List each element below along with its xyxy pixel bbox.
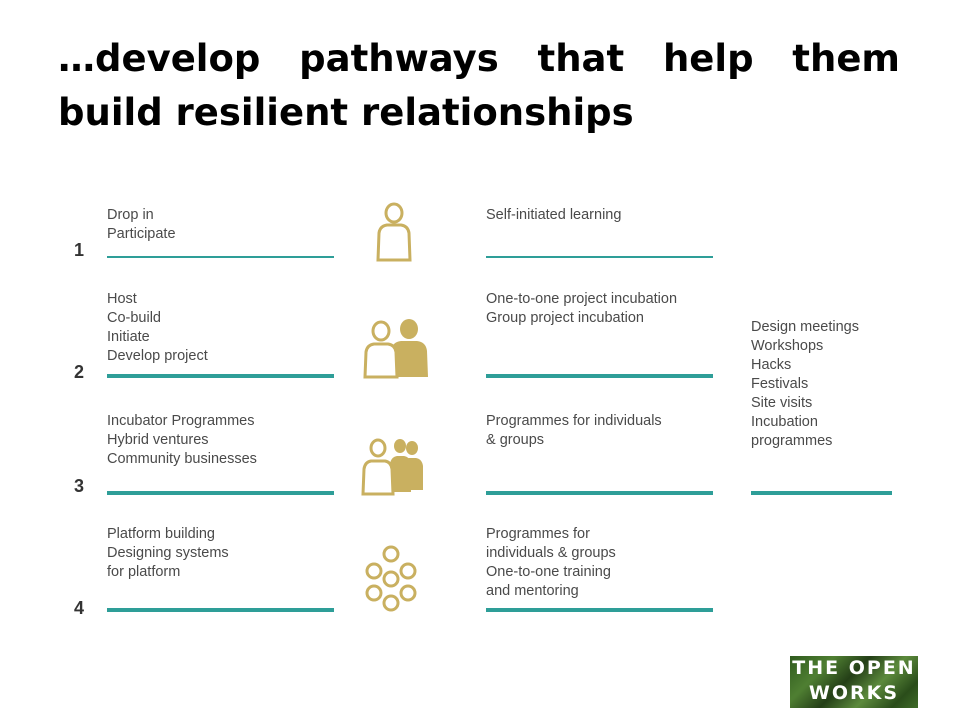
row-4-left-line: Designing systems: [107, 545, 229, 561]
right-column-line: Design meetings: [751, 319, 859, 335]
row-2-left-line: Develop project: [107, 348, 208, 364]
row-1-number: 1: [74, 240, 85, 260]
right-column-line: Festivals: [751, 376, 809, 392]
group-people-icon: [361, 438, 423, 496]
row-2-middle-line: Group project incubation: [486, 310, 644, 326]
row-3-left-line: Hybrid ventures: [107, 432, 209, 448]
row-3-left-line: Incubator Programmes: [107, 413, 255, 429]
row-1-left-line: Drop in: [107, 207, 154, 223]
row-4-number: 4: [74, 598, 85, 618]
row-1-middle-divider: [486, 256, 713, 258]
row-4-middle-divider: [486, 608, 713, 612]
page-title: …develop pathways that help them build r…: [58, 37, 900, 134]
row-4-middle-line: Programmes for: [486, 526, 590, 542]
right-column-line: Site visits: [751, 395, 813, 411]
row-3-middle-divider: [486, 491, 713, 495]
row-1-left-line: Participate: [107, 226, 176, 242]
row-4-left-line: for platform: [107, 564, 181, 580]
row-1-left-text: Drop in Participate: [107, 206, 176, 244]
right-column-line: programmes: [751, 433, 833, 449]
logo-line-2: WORKS: [808, 682, 900, 704]
row-2-left-line: Initiate: [107, 329, 150, 345]
row-3-number: 3: [74, 476, 85, 496]
row-2-middle-text: One-to-one project incubation Group proj…: [486, 290, 677, 328]
row-1-left-divider: [107, 256, 334, 258]
row-2-middle-line: One-to-one project incubation: [486, 291, 678, 307]
row-4-left-divider: [107, 608, 334, 612]
row-3-left-line: Community businesses: [107, 451, 257, 467]
right-column-line: Hacks: [751, 357, 792, 373]
right-column-divider: [751, 491, 892, 495]
row-2-number: 2: [74, 362, 85, 382]
row-1-middle-text: Self-initiated learning: [486, 206, 621, 225]
right-column-line: Incubation: [751, 414, 818, 430]
single-person-icon: [376, 202, 412, 262]
row-4-middle-text: Programmes for individuals & groups One-…: [486, 525, 616, 601]
row-1-middle-line: Self-initiated learning: [486, 207, 622, 223]
two-people-icon: [363, 319, 428, 379]
row-3-left-text: Incubator Programmes Hybrid ventures Com…: [107, 412, 257, 469]
row-2-left-divider: [107, 374, 334, 378]
the-open-works-logo: THE OPEN WORKS: [790, 656, 918, 708]
row-4-middle-line: One-to-one training: [486, 564, 611, 580]
logo-line-1: THE OPEN: [792, 657, 916, 679]
row-2-middle-divider: [486, 374, 713, 378]
row-4-left-text: Platform building Designing systems for …: [107, 525, 229, 582]
row-4-middle-line: individuals & groups: [486, 545, 616, 561]
right-column-line: Workshops: [751, 338, 824, 354]
row-3-middle-text: Programmes for individuals & groups: [486, 412, 662, 450]
row-3-left-divider: [107, 491, 334, 495]
row-4-left-line: Platform building: [107, 526, 215, 542]
row-3-middle-line: Programmes for individuals: [486, 413, 662, 429]
network-circles-icon: [365, 545, 417, 612]
row-2-left-line: Co-build: [107, 310, 161, 326]
row-2-left-text: Host Co-build Initiate Develop project: [107, 290, 208, 366]
row-3-middle-line: & groups: [486, 432, 545, 448]
right-column-text: Design meetings Workshops Hacks Festival…: [751, 318, 859, 451]
row-2-left-line: Host: [107, 291, 137, 307]
row-4-middle-line: and mentoring: [486, 583, 579, 599]
